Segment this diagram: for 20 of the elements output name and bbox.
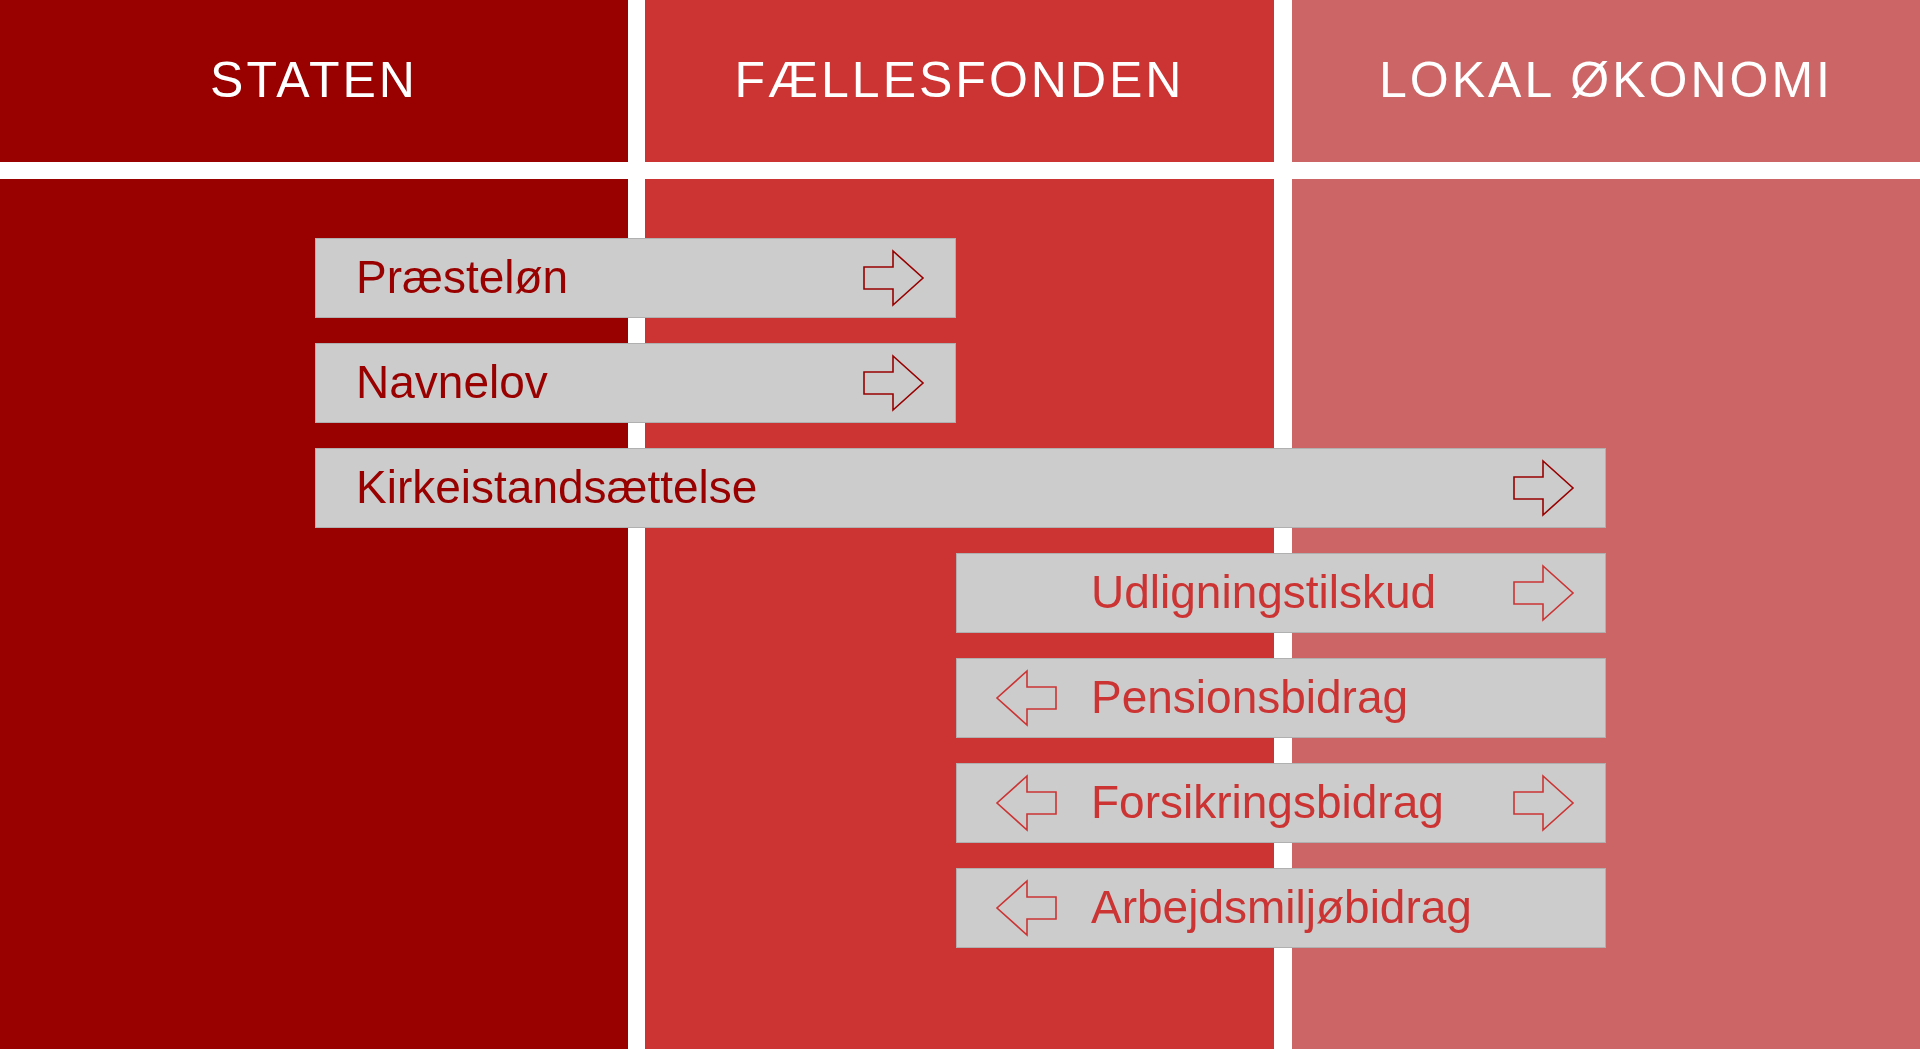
flow-bar bbox=[315, 448, 1606, 528]
bar-label: Kirkeistandsættelse bbox=[356, 460, 758, 516]
bar-label: Navnelov bbox=[356, 355, 548, 411]
column-header bbox=[0, 0, 628, 162]
flow-bar bbox=[956, 763, 1606, 843]
bar-label: Forsikringsbidrag bbox=[1091, 775, 1444, 831]
column-title: FÆLLESFONDEN bbox=[734, 52, 1185, 110]
bar-label: Arbejdsmiljøbidrag bbox=[1091, 880, 1472, 936]
column-title: STATEN bbox=[210, 52, 418, 110]
bar-label: Præsteløn bbox=[356, 250, 569, 306]
column-header bbox=[1292, 0, 1920, 162]
flow-bar bbox=[956, 553, 1606, 633]
flow-bar bbox=[315, 343, 956, 423]
column-title: LOKAL ØKONOMI bbox=[1379, 52, 1833, 110]
column-header bbox=[645, 0, 1274, 162]
flow-bar bbox=[956, 868, 1606, 948]
flow-bar bbox=[956, 658, 1606, 738]
flow-bar bbox=[315, 238, 956, 318]
bar-label: Pensionsbidrag bbox=[1091, 670, 1409, 726]
bar-label: Udligningstilskud bbox=[1091, 565, 1437, 621]
